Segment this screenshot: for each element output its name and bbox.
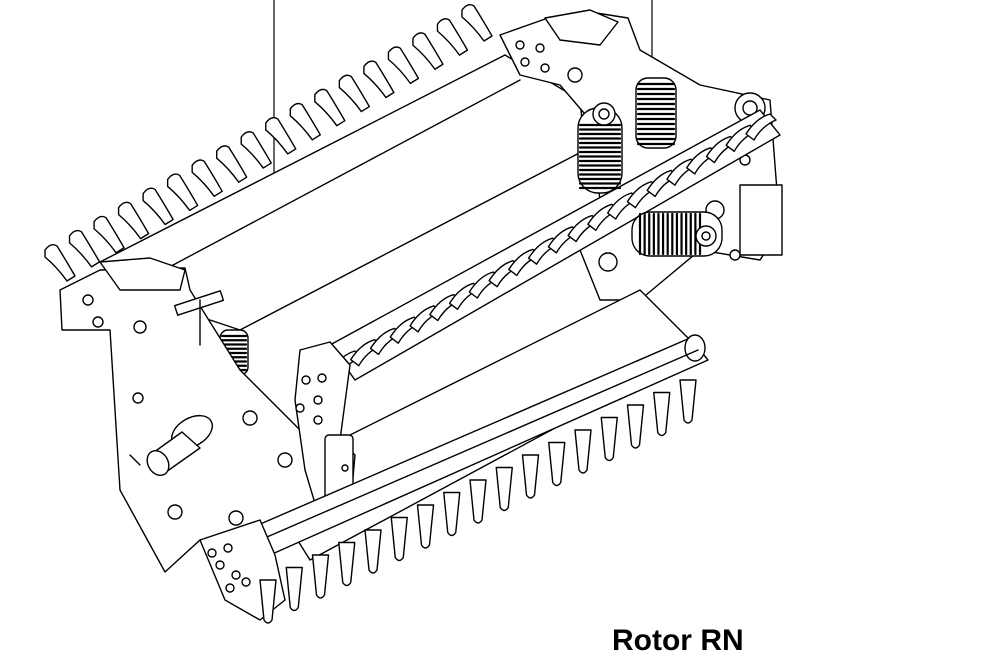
front-tine	[654, 393, 670, 436]
back-tine	[70, 231, 100, 267]
front-tine	[365, 530, 381, 573]
back-tine	[143, 188, 173, 224]
front-tine	[628, 405, 644, 448]
spring-upper-right	[636, 78, 676, 148]
back-tine	[168, 174, 198, 210]
front-tine	[523, 455, 539, 498]
back-tine	[241, 132, 271, 168]
front-tine	[418, 505, 434, 548]
front-tine	[470, 480, 486, 523]
back-tine	[266, 118, 296, 154]
front-tine	[496, 468, 512, 511]
front-tine	[444, 493, 460, 536]
front-tine	[549, 443, 565, 486]
front-tine	[575, 430, 591, 473]
back-tine	[119, 202, 149, 238]
spiral-slat	[746, 114, 776, 140]
back-tine	[364, 61, 394, 97]
front-tine	[680, 380, 696, 423]
upper-roller-edge	[160, 80, 520, 272]
front-tine	[391, 518, 407, 561]
back-tine	[94, 216, 124, 252]
front-tine	[339, 543, 355, 586]
spring-lower-right	[632, 212, 722, 256]
back-tine-row	[45, 5, 492, 281]
back-tine	[290, 103, 320, 139]
back-tine	[339, 75, 369, 111]
drive-shaft-stub	[143, 409, 218, 479]
back-tine	[413, 33, 443, 69]
diagram-caption: Rotor RN	[612, 624, 744, 657]
back-tine	[315, 89, 345, 125]
back-tine	[462, 5, 492, 41]
front-tine-row	[260, 380, 696, 623]
back-tine	[45, 245, 75, 281]
spring-upper-center	[578, 103, 622, 193]
front-tine	[286, 568, 302, 611]
back-tine	[388, 47, 418, 83]
front-tine	[260, 580, 276, 623]
back-tine	[192, 160, 222, 196]
back-tine	[217, 146, 247, 182]
front-tine	[601, 418, 617, 461]
front-tine	[313, 555, 329, 598]
back-tine	[437, 19, 467, 55]
